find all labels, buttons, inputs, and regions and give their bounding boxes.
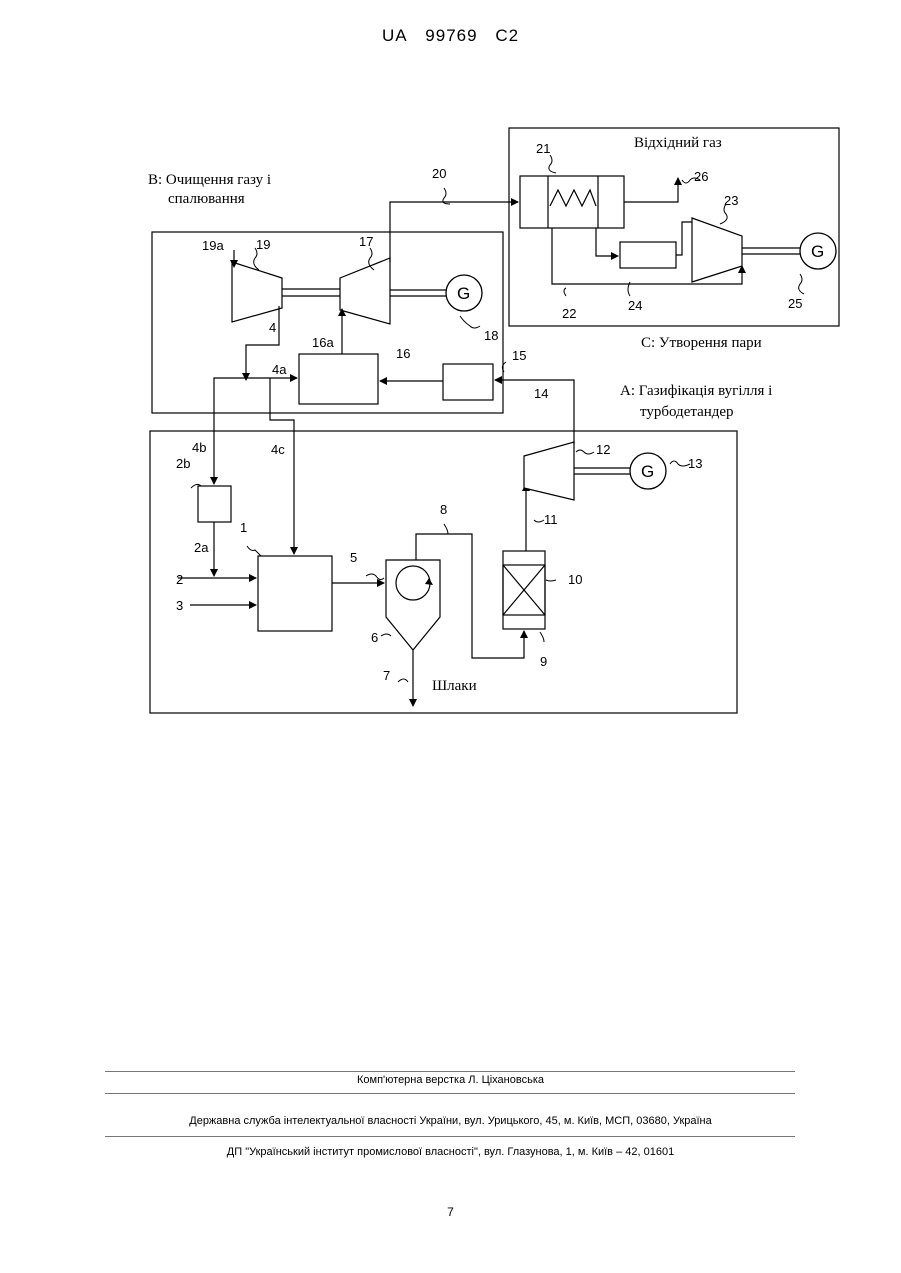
label-18: 18 <box>484 328 498 343</box>
section-a-title: A: Газифікація вугілля і <box>620 383 772 399</box>
label-6: 6 <box>371 630 378 645</box>
expander-12 <box>524 442 574 500</box>
section-c-title: C: Утворення пари <box>641 335 762 351</box>
steam-turbine-23 <box>692 218 742 282</box>
label-16: 16 <box>396 346 410 361</box>
footer-institute: ДП "Український інститут промислової вла… <box>0 1146 901 1158</box>
process-diagram: B: Очищення газу і спалювання Відхідний … <box>0 0 901 760</box>
label-2: 2 <box>176 572 183 587</box>
label-25: 25 <box>788 296 802 311</box>
combustor-16 <box>299 354 378 404</box>
label-23: 23 <box>724 193 738 208</box>
label-2b: 2b <box>176 456 190 471</box>
label-20: 20 <box>432 166 446 181</box>
label-19: 19 <box>256 237 270 252</box>
section-b-title-2: спалювання <box>168 191 245 207</box>
compressor-19 <box>232 262 282 322</box>
section-c-top-title: Відхідний газ <box>634 135 722 151</box>
label-11: 11 <box>544 512 558 527</box>
section-a-title-2: турбодетандер <box>640 404 734 420</box>
generator-13-label: G <box>641 462 654 481</box>
label-26: 26 <box>694 169 708 184</box>
footer-agency: Державна служба інтелектуальної власност… <box>0 1115 901 1127</box>
label-8: 8 <box>440 502 447 517</box>
label-12: 12 <box>596 442 610 457</box>
label-2a: 2a <box>194 540 209 555</box>
footer-typesetter: Комп'ютерна верстка Л. Ціхановська <box>0 1074 901 1086</box>
label-4c: 4c <box>271 442 285 457</box>
label-22: 22 <box>562 306 576 321</box>
label-5: 5 <box>350 550 357 565</box>
footer-rule-2 <box>105 1093 795 1094</box>
label-7: 7 <box>383 668 390 683</box>
condenser-24 <box>620 242 676 268</box>
label-17: 17 <box>359 234 373 249</box>
label-4: 4 <box>269 320 276 335</box>
gasifier-1 <box>258 556 332 631</box>
unit-2b <box>198 486 231 522</box>
label-3: 3 <box>176 598 183 613</box>
label-9: 9 <box>540 654 547 669</box>
hrsg-21 <box>520 176 624 228</box>
label-10: 10 <box>568 572 582 587</box>
slag-label: Шлаки <box>432 678 477 694</box>
label-4a: 4a <box>272 362 287 377</box>
footer-rule-3 <box>105 1136 795 1137</box>
label-13: 13 <box>688 456 702 471</box>
section-b-title: B: Очищення газу і <box>148 172 271 188</box>
gas-cleaning-15 <box>443 364 493 400</box>
label-24: 24 <box>628 298 642 313</box>
label-16a: 16a <box>312 335 334 350</box>
page-number: 7 <box>0 1205 901 1219</box>
footer-rule-1 <box>105 1071 795 1072</box>
label-14: 14 <box>534 386 548 401</box>
label-15: 15 <box>512 348 526 363</box>
label-21: 21 <box>536 141 550 156</box>
gas-turbine-17 <box>340 258 390 324</box>
label-4b: 4b <box>192 440 206 455</box>
cyclone-6 <box>386 560 440 650</box>
generator-25-label: G <box>811 242 824 261</box>
label-19a: 19a <box>202 238 224 253</box>
generator-18-label: G <box>457 284 470 303</box>
label-1: 1 <box>240 520 247 535</box>
